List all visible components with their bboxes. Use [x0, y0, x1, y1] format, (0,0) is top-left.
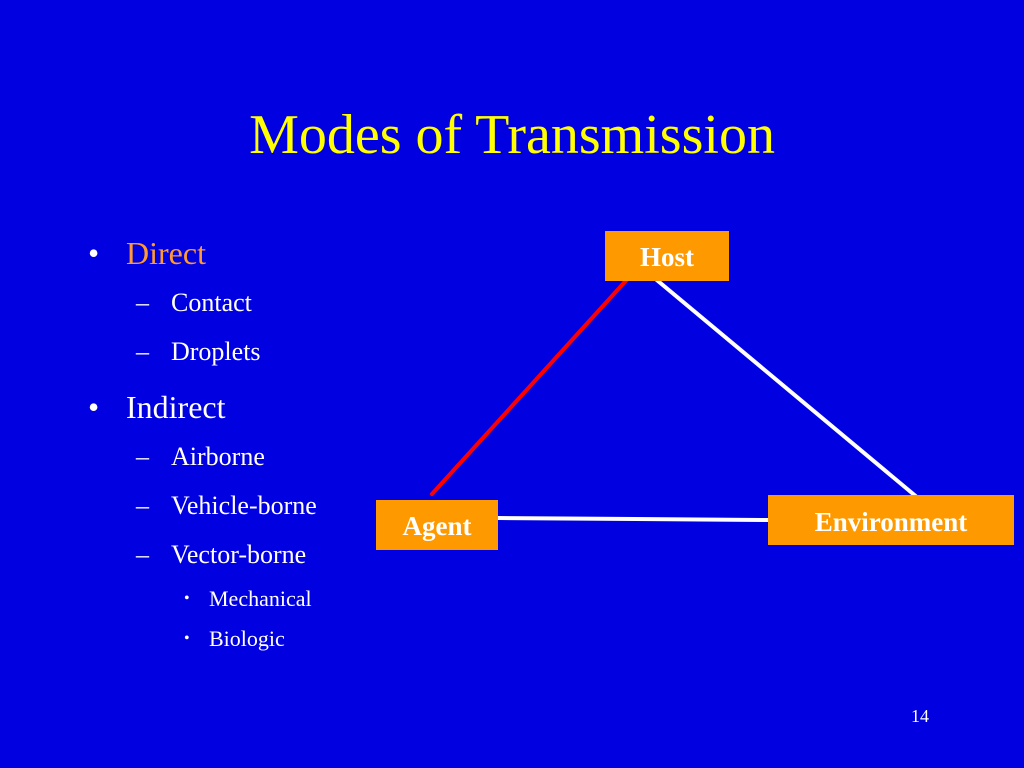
sub-sub-item-label: Mechanical [209, 586, 312, 611]
page-number: 14 [911, 706, 929, 726]
bullet-icon: • [184, 630, 190, 647]
host-environment-line [650, 274, 920, 500]
sub-item-label: Vehicle-borne [171, 491, 317, 520]
dash-icon: – [136, 288, 149, 317]
sub-sub-item-biologic: • Biologic [88, 619, 388, 659]
host-box: Host [605, 231, 729, 281]
bullet-direct-label: Direct [126, 235, 206, 271]
sub-sub-item-label: Biologic [209, 626, 285, 651]
sub-item-airborne: – Airborne [88, 432, 388, 481]
bullet-indirect-label: Indirect [126, 389, 226, 425]
agent-environment-line [496, 516, 770, 522]
dash-icon: – [136, 540, 149, 569]
slide-title: Modes of Transmission [249, 104, 775, 166]
bullet-icon: • [184, 590, 190, 607]
bullet-list: • Direct – Contact – Droplets • Indirect… [88, 228, 388, 659]
dash-icon: – [136, 442, 149, 471]
environment-box: Environment [768, 495, 1014, 545]
dash-icon: – [136, 491, 149, 520]
agent-box: Agent [376, 500, 498, 550]
bullet-icon: • [88, 389, 100, 425]
sub-item-label: Contact [171, 288, 252, 317]
sub-sub-item-mechanical: • Mechanical [88, 579, 388, 619]
sub-item-label: Airborne [171, 442, 265, 471]
bullet-direct: • Direct [88, 228, 388, 278]
sub-item-contact: – Contact [88, 278, 388, 327]
agent-host-line [430, 272, 634, 496]
bullet-indirect: • Indirect [88, 382, 388, 432]
sub-item-vector-borne: – Vector-borne [88, 530, 388, 579]
dash-icon: – [136, 337, 149, 366]
sub-item-label: Vector-borne [171, 540, 307, 569]
sub-item-droplets: – Droplets [88, 327, 388, 376]
sub-item-label: Droplets [171, 337, 261, 366]
bullet-icon: • [88, 235, 100, 271]
sub-item-vehicle-borne: – Vehicle-borne [88, 481, 388, 530]
